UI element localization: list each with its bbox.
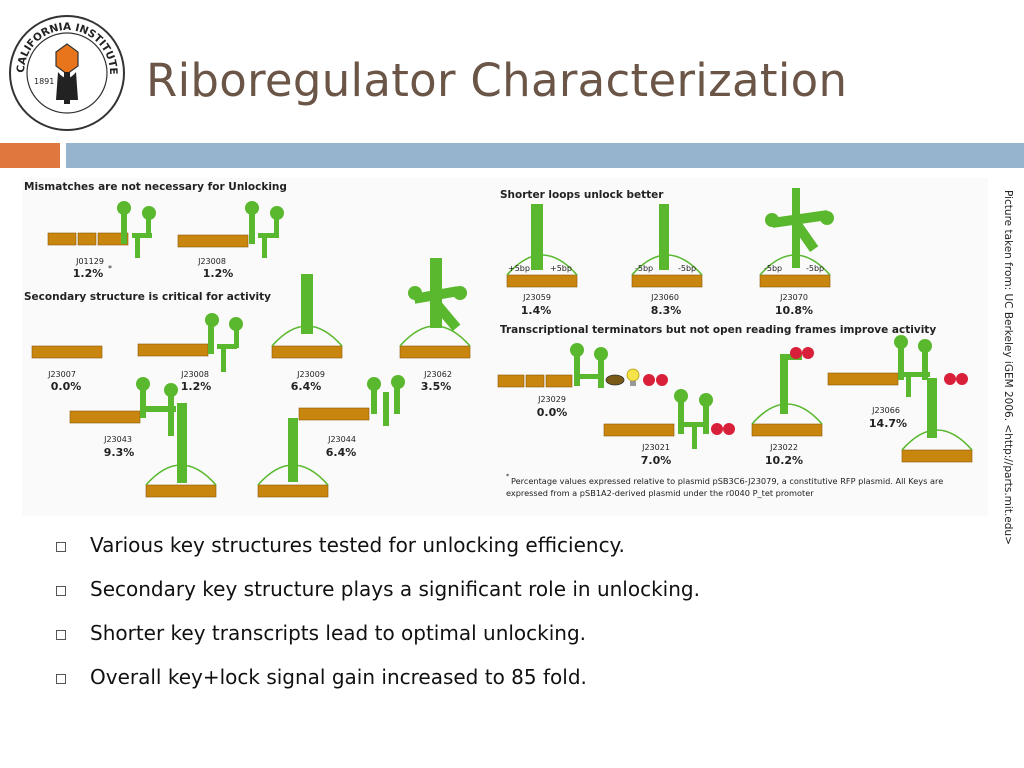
bullet-text: Overall key+lock signal gain increased t… — [90, 665, 587, 689]
part-id: J23043 — [103, 435, 132, 444]
footnote-line: Percentage values expressed relative to … — [511, 476, 943, 486]
part-id: J23059 — [522, 293, 551, 302]
loop-label: +5bp — [550, 264, 572, 273]
part-id: J23021 — [641, 443, 670, 452]
part-value: 3.5% — [421, 380, 452, 393]
part-id: J23007 — [47, 370, 76, 379]
part-id: J23070 — [779, 293, 808, 302]
footnote-mark: * — [108, 264, 112, 273]
bullet-item: Various key structures tested for unlock… — [52, 528, 700, 572]
part-id: J23022 — [769, 443, 798, 452]
loop-label: -5bp — [635, 264, 653, 273]
part-value: 6.4% — [326, 446, 357, 459]
header-secondary-structure: Secondary structure is critical for acti… — [24, 291, 271, 303]
image-credit: Picture taken from: UC Berkeley iGEM 200… — [1002, 190, 1016, 590]
part-id: J23062 — [423, 370, 452, 379]
part-id: J23029 — [537, 395, 566, 404]
accent-bar-blue — [66, 143, 1024, 168]
part-id: J23008 — [180, 370, 209, 379]
bullet-text: Secondary key structure plays a signific… — [90, 577, 700, 601]
bullet-text: Various key structures tested for unlock… — [90, 533, 625, 557]
part-id: J23060 — [650, 293, 679, 302]
part-value: 10.8% — [775, 304, 813, 317]
riboregulator-figure: Mismatches are not necessary for Unlocki… — [22, 178, 988, 516]
part-value: 1.2% — [203, 267, 234, 280]
part-id: J23066 — [871, 406, 900, 415]
square-bullet-icon — [56, 586, 66, 596]
part-value: 10.2% — [765, 454, 803, 467]
square-bullet-icon — [56, 542, 66, 552]
part-value: 0.0% — [51, 380, 82, 393]
loop-label: +5bp — [508, 264, 530, 273]
bullet-item: Secondary key structure plays a signific… — [52, 572, 700, 616]
part-value: 7.0% — [641, 454, 672, 467]
seal-year: 1891 — [34, 77, 54, 86]
loop-label: -5bp — [806, 264, 824, 273]
header-shorter-loops: Shorter loops unlock better — [500, 189, 664, 201]
slide-title: Riboregulator Characterization — [146, 54, 848, 107]
part-value: 14.7% — [869, 417, 907, 430]
header-terminators: Transcriptional terminators but not open… — [500, 324, 936, 336]
part-id: J23008 — [197, 257, 226, 266]
image-credit-text: Picture taken from: UC Berkeley iGEM 200… — [1002, 190, 1014, 545]
bullet-item: Overall key+lock signal gain increased t… — [52, 660, 700, 704]
part-value: 0.0% — [537, 406, 568, 419]
loop-label: -5bp — [764, 264, 782, 273]
part-value: 1.2% — [73, 267, 104, 280]
caltech-seal-logo: CALIFORNIA INSTITUTE OF TECHNOLOGY 1891 — [8, 14, 125, 131]
footnote-line: expressed from a pSB1A2-derived plasmid … — [506, 488, 814, 498]
terminator-icons — [605, 347, 968, 435]
part-value: 1.2% — [181, 380, 212, 393]
loop-label: -5bp — [678, 264, 696, 273]
bullet-item: Shorter key transcripts lead to optimal … — [52, 616, 700, 660]
part-id: J23044 — [327, 435, 356, 444]
part-value: 8.3% — [651, 304, 682, 317]
part-value: 6.4% — [291, 380, 322, 393]
part-id: J01129 — [75, 257, 104, 266]
footnote-mark: * — [506, 472, 510, 480]
figure-canvas: Mismatches are not necessary for Unlocki… — [24, 181, 973, 498]
part-value: 9.3% — [104, 446, 135, 459]
square-bullet-icon — [56, 674, 66, 684]
part-id: J23009 — [296, 370, 325, 379]
bullet-list: Various key structures tested for unlock… — [52, 528, 700, 704]
part-value: 1.4% — [521, 304, 552, 317]
accent-bar-orange — [0, 143, 60, 168]
square-bullet-icon — [56, 630, 66, 640]
bullet-text: Shorter key transcripts lead to optimal … — [90, 621, 587, 645]
header-mismatches: Mismatches are not necessary for Unlocki… — [24, 181, 287, 193]
